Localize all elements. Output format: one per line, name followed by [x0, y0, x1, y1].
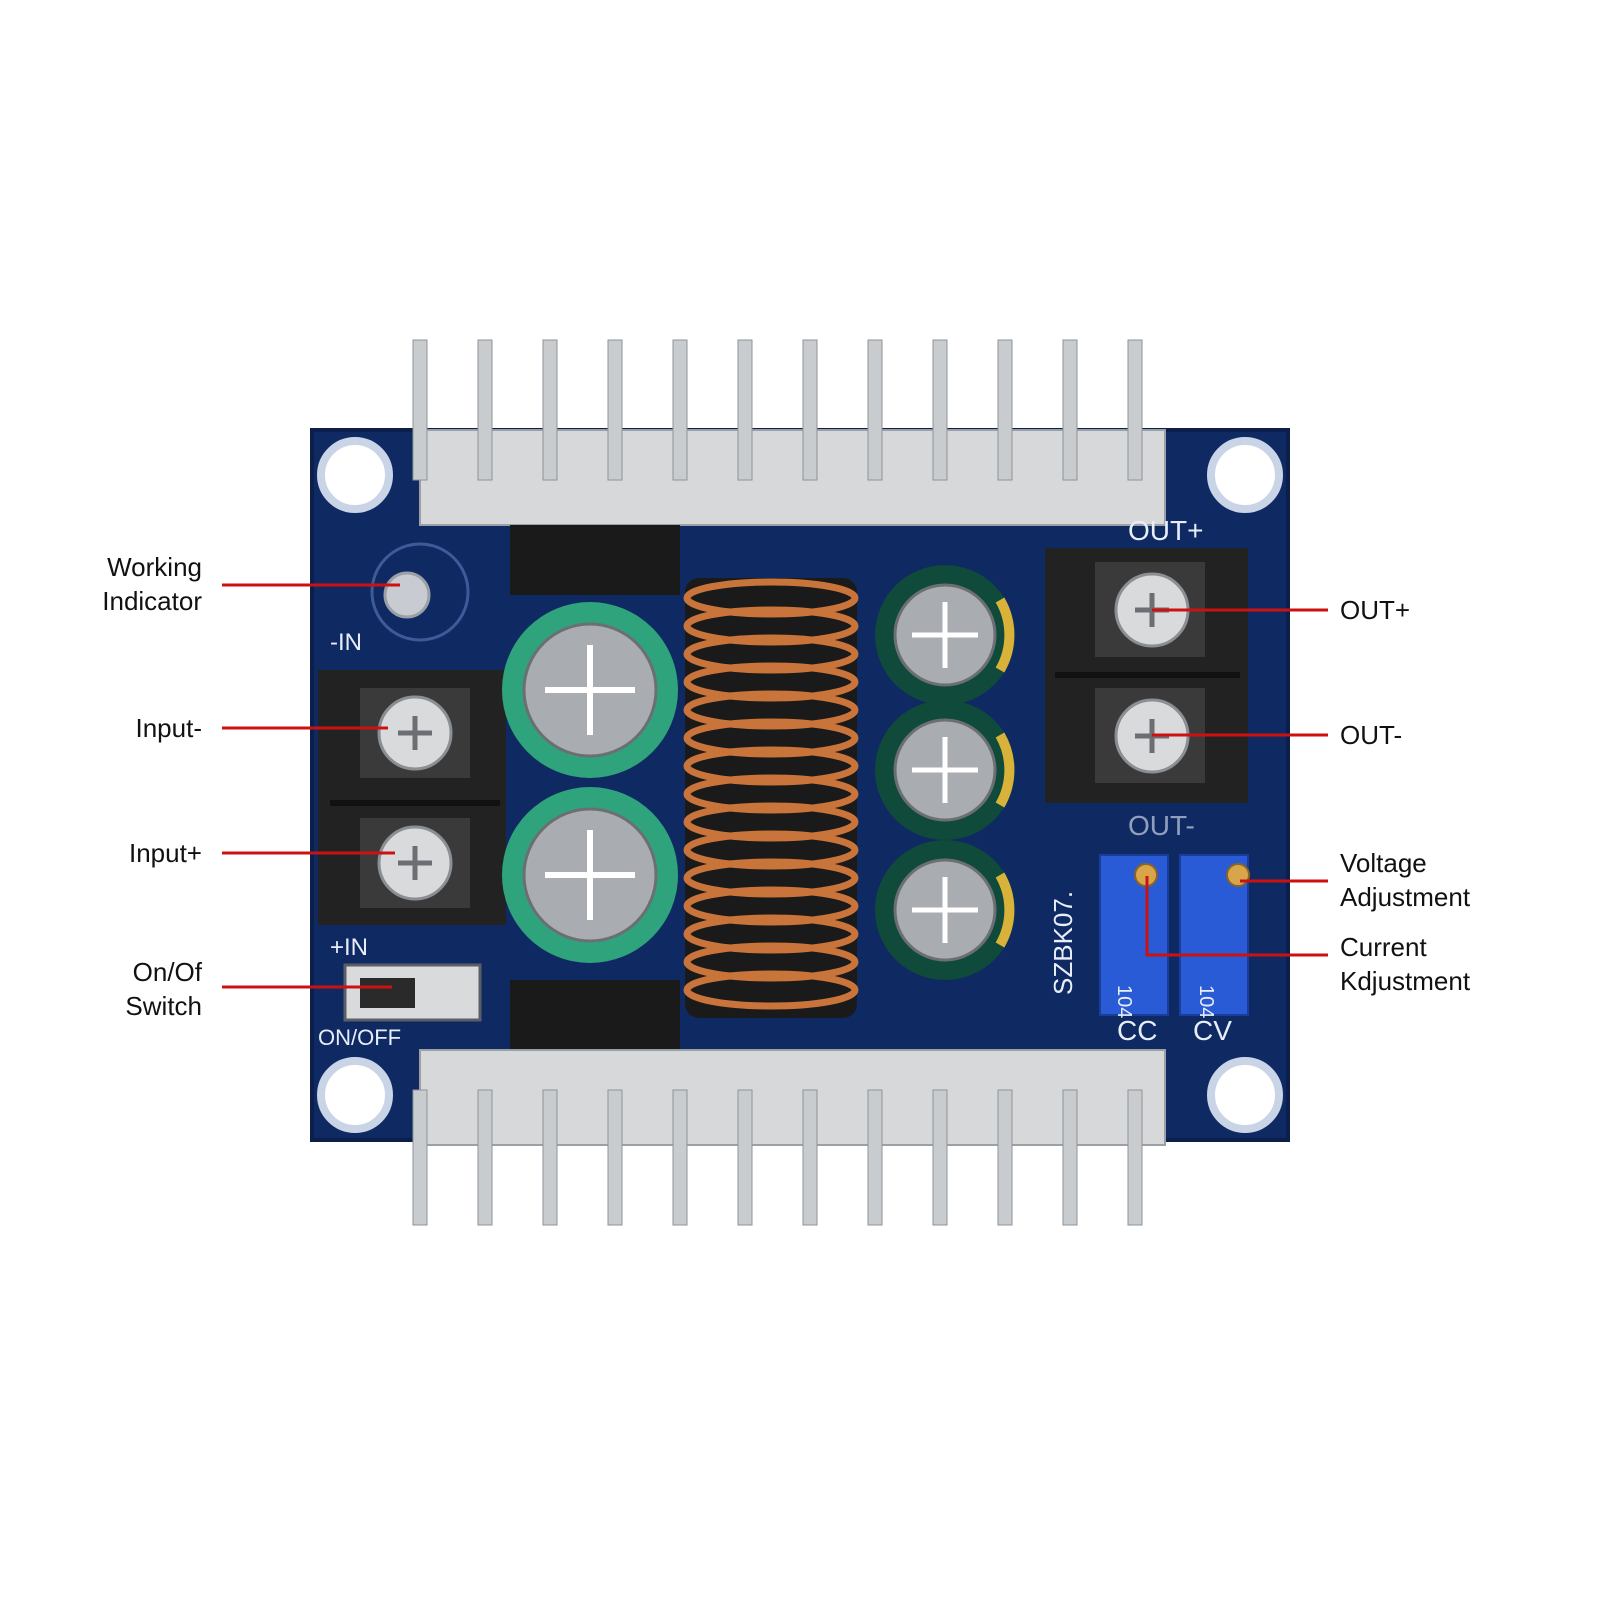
mounting-hole-tl [317, 437, 393, 513]
heatsink-fin [997, 339, 1013, 481]
inductor-winding [683, 690, 859, 730]
heatsink-fin [412, 1089, 428, 1226]
heatsink-fin [867, 339, 883, 481]
silk-cc: CC [1117, 1015, 1157, 1046]
trimpot-cv: 104 [1179, 854, 1250, 1018]
callout-current-adjustment-line1: Current [1340, 932, 1427, 962]
mounting-hole-tr [1207, 437, 1283, 513]
heatsink-fin [412, 339, 428, 481]
inductor-winding [683, 830, 859, 870]
heatsink-fin [542, 1089, 558, 1226]
trimpot-cv-code: 104 [1195, 985, 1217, 1018]
callout-out-plus: OUT+ [1340, 595, 1411, 625]
callout-voltage-adjustment-line2: Adjustment [1340, 882, 1471, 912]
bottom-heatsink-base [419, 1049, 1166, 1146]
callout-working-indicator-line1: Working [107, 552, 202, 582]
silk-on-off: ON/OFF [318, 1025, 401, 1050]
inductor-winding [683, 858, 859, 898]
heatsink-fin [802, 339, 818, 481]
inductor-winding [683, 634, 859, 674]
callout-input-minus: Input- [135, 713, 203, 743]
inductor-winding [683, 718, 859, 758]
inductor-winding [683, 970, 859, 1010]
heatsink-fin [672, 339, 688, 481]
silk-model: SZBK07. [1048, 891, 1078, 995]
mounting-holes [317, 437, 1283, 1133]
mounting-hole-br [1207, 1057, 1283, 1133]
callout-on-off-switch-line2: Switch [125, 991, 202, 1021]
input-terminal-block [318, 670, 506, 925]
callout-working-indicator-line2: Indicator [102, 586, 202, 616]
heatsink-fin [1127, 1089, 1143, 1226]
top-heatsink [412, 339, 1166, 595]
silk-out-minus: OUT- [1128, 810, 1195, 841]
heatsink-fin [932, 1089, 948, 1226]
inductor-winding [683, 662, 859, 702]
output-terminal-block [1045, 548, 1248, 803]
heatsink-fin [1062, 1089, 1078, 1226]
callout-working-indicator: Working Indicator [102, 550, 202, 618]
heatsink-fin [607, 339, 623, 481]
inductor-winding [683, 774, 859, 814]
callout-current-adjustment-line2: Kdjustment [1340, 966, 1471, 996]
heatsink-fin [1062, 339, 1078, 481]
callout-voltage-adjustment: Voltage Adjustment [1340, 846, 1470, 914]
bottom-heatsink [412, 980, 1166, 1226]
callout-out-minus: OUT- [1340, 720, 1403, 750]
small-capacitor-3 [875, 840, 1015, 980]
inductor-winding [683, 606, 859, 646]
mounting-hole-bl [317, 1057, 393, 1133]
board-silkscreen: -IN +IN ON/OFF OUT+ OUT- SZBK07. CC CV [318, 515, 1232, 1050]
trimpots: 104 104 [1099, 854, 1250, 1018]
heatsink-fin [867, 1089, 883, 1226]
heatsink-fin [477, 339, 493, 481]
leader-lines [222, 583, 1328, 989]
inductor-winding [683, 578, 859, 618]
small-capacitors [875, 565, 1015, 980]
top-heatsink-base [419, 429, 1166, 526]
heatsink-fin [737, 339, 753, 481]
top-heatsink-tab [510, 525, 680, 595]
heatsink-fin [542, 339, 558, 481]
heatsink-fin [477, 1089, 493, 1226]
callout-on-off-switch-line1: On/Of [132, 957, 202, 987]
on-off-switch [343, 963, 482, 1022]
toroidal-inductor [683, 578, 859, 1018]
heatsink-fin [1127, 339, 1143, 481]
heatsink-fin [607, 1089, 623, 1226]
inductor-winding [683, 886, 859, 926]
leader-current-adjustment [1145, 876, 1328, 957]
large-capacitors [502, 602, 678, 963]
silk-in-plus: +IN [330, 934, 368, 961]
small-capacitor-1 [875, 565, 1015, 705]
callout-on-off-switch: On/Of Switch [125, 955, 202, 1023]
large-capacitor-top [502, 602, 678, 778]
trimpot-cc: 104 [1099, 854, 1169, 1018]
inductor-winding [683, 802, 859, 842]
large-capacitor-bottom [502, 787, 678, 963]
heatsink-fin [737, 1089, 753, 1226]
callout-current-adjustment: Current Kdjustment [1340, 930, 1470, 998]
silk-in-minus: -IN [330, 629, 362, 656]
silk-cv: CV [1193, 1015, 1232, 1046]
silk-out-plus: OUT+ [1128, 515, 1203, 546]
inductor-winding [683, 942, 859, 982]
callout-voltage-adjustment-line1: Voltage [1340, 848, 1427, 878]
heatsink-fin [997, 1089, 1013, 1226]
bottom-heatsink-tab [510, 980, 680, 1050]
inductor-winding [683, 914, 859, 954]
heatsink-fin [672, 1089, 688, 1226]
callout-input-plus: Input+ [128, 838, 202, 868]
heatsink-fin [932, 339, 948, 481]
trimpot-cc-code: 104 [1113, 985, 1135, 1018]
heatsink-fin [802, 1089, 818, 1226]
small-capacitor-2 [875, 700, 1015, 840]
inductor-winding [683, 746, 859, 786]
